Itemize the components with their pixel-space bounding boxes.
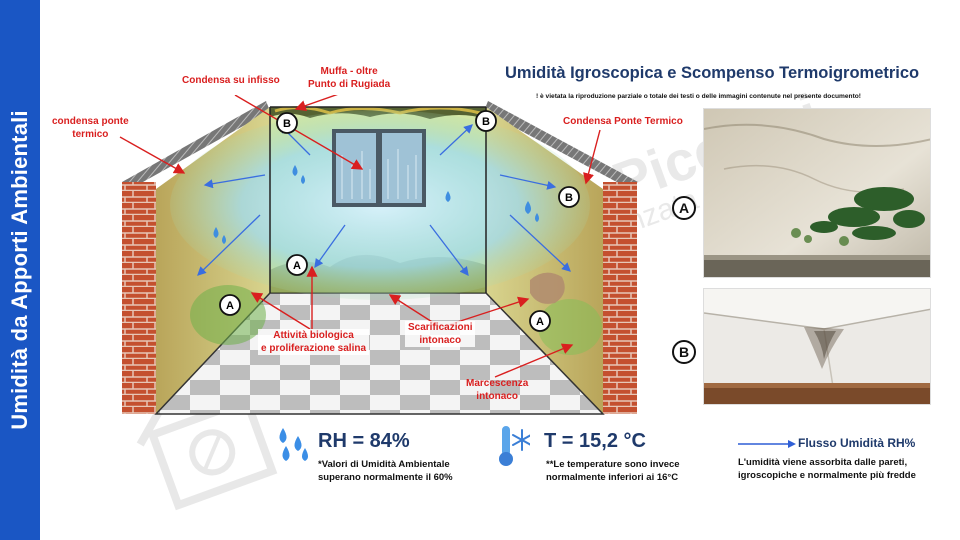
side-bar: Umidità da Apporti Ambientali bbox=[0, 0, 40, 540]
floor-tiles bbox=[156, 293, 603, 414]
rh-note-line2: superano normalmente il 60% bbox=[318, 472, 453, 484]
diagram-marker-a: A bbox=[293, 260, 301, 272]
photo-marker-a: A bbox=[672, 196, 696, 220]
diagram-markers: B B B A A A bbox=[219, 110, 580, 332]
label-ponte-termico-left: condensa ponte termico bbox=[52, 115, 129, 141]
diagram-marker-a: A bbox=[536, 316, 544, 328]
rh-note: *Valori di Umidità Ambientale superano n… bbox=[318, 458, 453, 485]
label-muffa-line1: Muffa - oltre bbox=[320, 66, 378, 77]
roof-right bbox=[484, 101, 638, 187]
label-muffa: Muffa - oltre Punto di Rugiada bbox=[308, 65, 390, 91]
photo-mould-wall bbox=[703, 108, 931, 278]
t-note-line2: normalmente inferiori ai 16°C bbox=[546, 472, 679, 484]
condensation-drops bbox=[213, 165, 539, 244]
diagram-marker-b: B bbox=[283, 118, 291, 130]
label-attivita-biologica: Attività biologica e proliferazione sali… bbox=[258, 329, 370, 355]
side-title: Umidità da Apporti Ambientali bbox=[7, 110, 32, 430]
label-attivita-line2: e proliferazione salina bbox=[261, 343, 367, 354]
label-marcescenza-line1: Marcescenza bbox=[466, 378, 529, 389]
main-title: Umidità Igroscopica e Scompenso Termoigr… bbox=[505, 64, 920, 82]
label-ponte-termico-right: Condensa Ponte Termico bbox=[563, 116, 683, 127]
label-ponte-left-line1: condensa ponte bbox=[52, 116, 129, 127]
label-condensa-infisso: Condensa su infisso bbox=[182, 75, 280, 86]
rh-value: RH = 84% bbox=[318, 430, 410, 452]
label-attivita-line1: Attività biologica bbox=[273, 330, 354, 341]
label-muffa-line2: Punto di Rugiada bbox=[308, 79, 391, 90]
t-note-line1: **Le temperature sono invece bbox=[546, 459, 680, 470]
water-drops-icon bbox=[279, 428, 308, 461]
flow-note-line1: L'umidità viene assorbita dalle pareti, bbox=[738, 457, 908, 468]
photo-marker-b: B bbox=[672, 340, 696, 364]
diagram-marker-b: B bbox=[565, 192, 573, 204]
brick-wall-right bbox=[603, 182, 637, 414]
label-scarificazioni-line2: intonaco bbox=[419, 335, 462, 346]
flow-note-line2: igroscopiche e normalmente più fredde bbox=[738, 470, 916, 482]
diagram-marker-b: B bbox=[482, 116, 490, 128]
brick-wall-left bbox=[122, 182, 156, 414]
flow-arrow-icon bbox=[738, 440, 796, 448]
photo-ceiling-corner bbox=[703, 288, 931, 405]
roof-left bbox=[122, 101, 270, 187]
label-scarificazioni-line1: Scarificazioni bbox=[408, 322, 473, 333]
flow-label: Flusso Umidità RH% bbox=[798, 436, 916, 450]
diagram-marker-a: A bbox=[226, 300, 234, 312]
humidity-flow-arrows bbox=[197, 124, 571, 277]
window-pane-right bbox=[382, 133, 422, 203]
room-illustration: B B B A A A bbox=[119, 89, 638, 415]
label-marcescenza: Marcescenza intonaco bbox=[466, 377, 528, 403]
thermometer-snowflake-icon bbox=[499, 426, 530, 466]
rh-note-line1: *Valori di Umidità Ambientale bbox=[318, 459, 450, 470]
label-ponte-left-line2: termico bbox=[72, 129, 109, 140]
t-value: T = 15,2 °C bbox=[544, 430, 646, 452]
t-note: **Le temperature sono invece normalmente… bbox=[546, 458, 680, 485]
copyright-notice: ! è vietata la riproduzione parziale o t… bbox=[536, 93, 861, 100]
label-marcescenza-line2: intonaco bbox=[476, 391, 518, 402]
room-diagram: B B B A A A Condensa su infisso Muffa - … bbox=[52, 66, 683, 425]
flow-note: L'umidità viene assorbita dalle pareti, … bbox=[738, 456, 916, 483]
label-scarificazioni: Scarificazioni intonaco bbox=[405, 321, 476, 347]
